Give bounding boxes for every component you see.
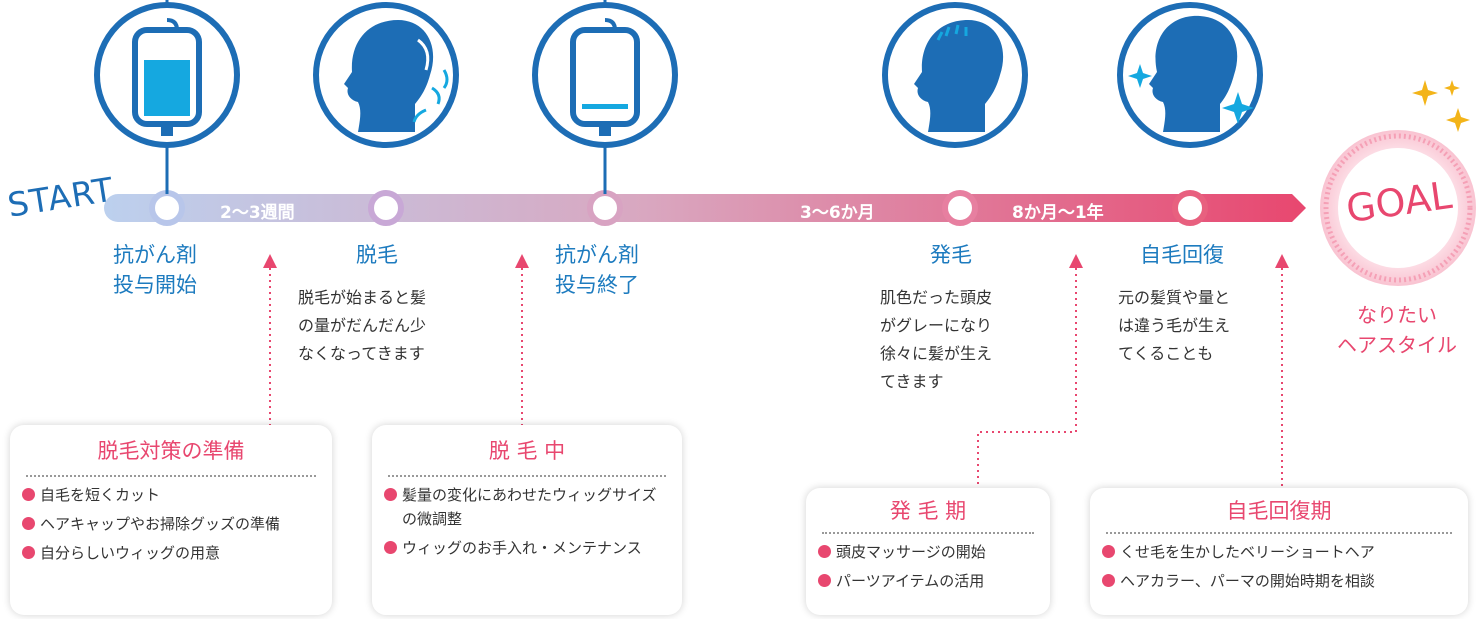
- milestone-title: 発毛: [930, 243, 972, 267]
- care-box: 脱 毛 中 髪量の変化にあわせたウィッグサイズの微調整 ウィッグのお手入れ・メン…: [372, 425, 682, 615]
- care-box-title: 脱毛対策の準備: [26, 425, 316, 477]
- timeline-node: [942, 190, 978, 226]
- duration-label: 3〜6か月: [800, 203, 875, 223]
- sparkle-icon: [1412, 80, 1470, 132]
- timeline-node: [149, 190, 185, 226]
- care-box: 発 毛 期 頭皮マッサージの開始 パーツアイテムの活用: [806, 488, 1050, 615]
- iv-bag-full-icon: [94, 2, 240, 148]
- list-item: くせ毛を生かしたベリーショートヘア: [1102, 540, 1456, 564]
- milestone-title: 自毛回復: [1140, 243, 1224, 267]
- list-item: 髪量の変化にあわせたウィッグサイズの微調整: [384, 483, 670, 531]
- list-item: ヘアカラー、パーマの開始時期を相談: [1102, 569, 1456, 593]
- care-box-title: 脱 毛 中: [388, 425, 666, 477]
- hair-loss-head-icon: [313, 2, 459, 148]
- list-item: 頭皮マッサージの開始: [818, 540, 1038, 564]
- timeline-arrow: [104, 194, 1306, 222]
- timeline-node: [1172, 190, 1208, 226]
- milestone-desc: 肌色だった頭皮 がグレーになり 徐々に髪が生え てきます: [880, 288, 993, 391]
- milestone-title: 抗がん剤 投与終了: [555, 243, 639, 297]
- care-box: 脱毛対策の準備 自毛を短くカット ヘアキャップやお掃除グッズの準備 自分らしいウ…: [10, 425, 332, 615]
- list-item: ウィッグのお手入れ・メンテナンス: [384, 536, 670, 560]
- goal-subtitle: なりたい ヘアスタイル: [1337, 303, 1457, 357]
- hair-growth-head-icon: [882, 2, 1028, 148]
- goal-badge: [1320, 130, 1476, 286]
- hair-recovered-head-icon: [1117, 2, 1263, 148]
- milestone-title: 脱毛: [356, 243, 398, 267]
- duration-label: 8か月〜1年: [1012, 203, 1104, 223]
- milestone-desc: 元の髪質や量と は違う毛が生え てくることも: [1118, 288, 1231, 363]
- connector-dotted: [977, 262, 1077, 488]
- milestone-title: 抗がん剤 投与開始: [113, 243, 197, 297]
- iv-bag-empty-icon: [532, 2, 678, 148]
- list-item: パーツアイテムの活用: [818, 569, 1038, 593]
- list-item: ヘアキャップやお掃除グッズの準備: [22, 512, 320, 536]
- duration-label: 2〜3週間: [220, 203, 295, 223]
- care-box-title: 発 毛 期: [822, 488, 1034, 534]
- milestone-desc: 脱毛が始まると髪 の量がだんだん少 なくなってきます: [298, 288, 427, 363]
- care-box-title: 自毛回復期: [1106, 488, 1452, 534]
- timeline-node: [368, 190, 404, 226]
- list-item: 自分らしいウィッグの用意: [22, 541, 320, 565]
- list-item: 自毛を短くカット: [22, 483, 320, 507]
- timeline-node: [587, 190, 623, 226]
- care-box: 自毛回復期 くせ毛を生かしたベリーショートヘア ヘアカラー、パーマの開始時期を相…: [1090, 488, 1468, 615]
